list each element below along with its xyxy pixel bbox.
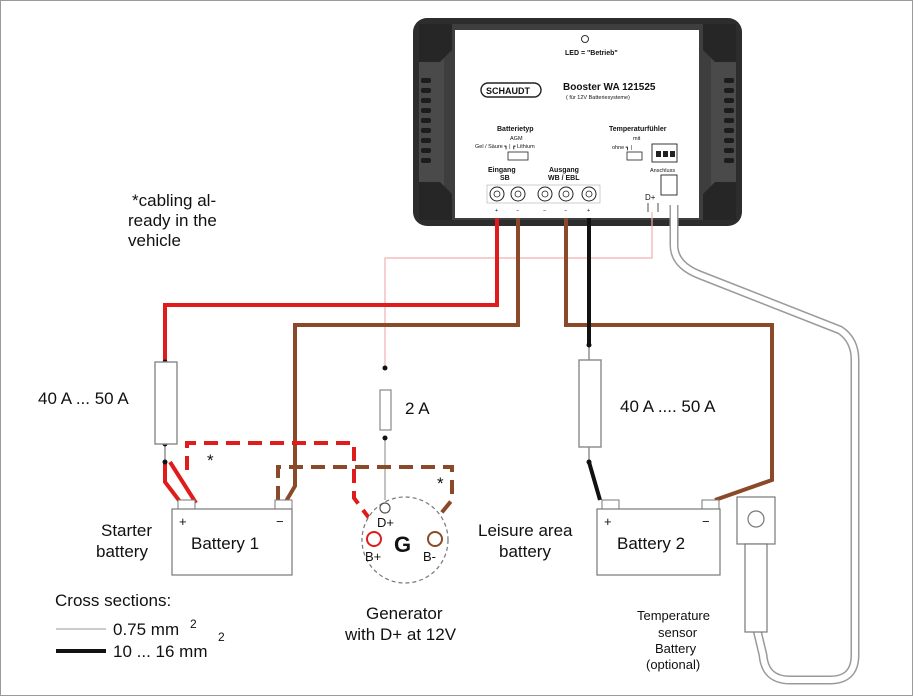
generator-d-plus: D+ xyxy=(377,515,394,530)
terminal-label-5: + xyxy=(587,208,590,214)
generator-b-minus: B- xyxy=(423,549,436,564)
led-icon xyxy=(581,35,589,43)
temp-caption-line-4: (optional) xyxy=(646,657,700,672)
asterisk-brown: * xyxy=(437,474,444,493)
generator-caption-line-2: with D+ at 12V xyxy=(344,625,457,644)
led-label: LED = "Betrieb" xyxy=(565,50,618,57)
d-plus-connector[interactable] xyxy=(660,174,678,196)
temp-switch[interactable] xyxy=(626,151,643,161)
leisure-positive-lead xyxy=(587,461,602,501)
starter-negative-wire xyxy=(283,218,520,505)
generator xyxy=(361,496,449,584)
model-subtitle: ( für 12V Batteriesysteme) xyxy=(566,95,630,101)
fuse-d-plus-label: 2 A xyxy=(405,399,430,418)
temp-sensor-cable-inner xyxy=(671,205,858,683)
starter-positive-lead xyxy=(163,462,183,505)
battery-type-options: Gel / Säure ┓ | ┏ Lithium xyxy=(475,144,535,150)
starter-positive-wire xyxy=(163,218,499,362)
battery1-label: Battery 1 xyxy=(191,534,259,553)
battery2-minus: − xyxy=(702,514,710,529)
temp-caption-line-1: Temperature xyxy=(637,608,710,623)
cross-thick-superscript: 2 xyxy=(218,630,225,644)
cabling-note-line-3: vehicle xyxy=(128,231,181,250)
right-vents xyxy=(724,78,734,163)
input-sub: SB xyxy=(500,175,510,182)
model-title: Booster WA 121525 xyxy=(563,82,656,93)
output-sub: WB / EBL xyxy=(548,175,580,182)
terminal-label-3: − xyxy=(543,208,546,214)
fuse-leisure-label: 40 A .... 50 A xyxy=(620,397,716,416)
d-plus-label: D+ xyxy=(645,193,656,202)
anschluss-label: Anschluss xyxy=(650,168,675,174)
battery-type-switch[interactable] xyxy=(507,151,529,161)
leisure-negative-wire xyxy=(564,218,774,502)
fuse-leisure xyxy=(578,359,602,448)
battery-type-agm: AGM xyxy=(510,136,523,142)
left-vents xyxy=(421,78,431,163)
leisure-battery-line-1: Leisure area xyxy=(478,521,573,540)
starter-battery-line-1: Starter xyxy=(101,521,152,540)
brand-text: SCHAUDT xyxy=(486,86,531,96)
battery-1 xyxy=(171,499,293,576)
terminal-label-1: + xyxy=(495,208,498,214)
generator-negative-wire xyxy=(276,465,454,524)
generator-letter: G xyxy=(394,532,411,557)
fuse-starter xyxy=(154,361,178,445)
brand-logo xyxy=(480,82,542,98)
generator-caption-line-1: Generator xyxy=(366,604,443,623)
cabling-note-line-1: *cabling al- xyxy=(132,191,216,210)
input-title: Eingang xyxy=(488,167,516,174)
battery1-minus: − xyxy=(276,514,284,529)
battery1-plus: + xyxy=(179,514,187,529)
generator-b-plus: B+ xyxy=(365,549,381,564)
battery-type-title: Batterietyp xyxy=(497,126,534,133)
fuse-d-plus xyxy=(379,389,392,431)
temp-mit: mit xyxy=(633,136,641,142)
cross-sections-title: Cross sections: xyxy=(55,591,171,610)
terminal-label-4: − xyxy=(564,208,567,214)
terminal-screws xyxy=(486,184,601,204)
battery2-plus: + xyxy=(604,514,612,529)
asterisk-red: * xyxy=(207,451,214,470)
starter-battery-line-2: battery xyxy=(96,542,148,561)
cross-thin-label: 0.75 mm xyxy=(113,620,179,639)
cross-thick-label: 10 ... 16 mm xyxy=(113,642,207,661)
leisure-battery-line-2: battery xyxy=(499,542,551,561)
junction-dots xyxy=(162,342,592,465)
cross-thin-superscript: 2 xyxy=(190,617,197,631)
temp-ohne: ohne ┓ | xyxy=(612,145,632,151)
temp-caption-line-2: sensor xyxy=(658,625,698,640)
temp-title: Temperaturfühler xyxy=(609,126,667,133)
temp-caption-line-3: Battery xyxy=(655,641,697,656)
battery2-label: Battery 2 xyxy=(617,534,685,553)
booster-device: LED = "Betrieb" SCHAUDT Booster WA 12152… xyxy=(413,18,742,226)
terminal-label-2: − xyxy=(516,208,519,214)
cabling-note-line-2: ready in the xyxy=(128,211,217,230)
temp-sensor xyxy=(736,496,776,633)
battery-2 xyxy=(596,499,721,576)
output-title: Ausgang xyxy=(549,167,579,174)
fuse-starter-label: 40 A ... 50 A xyxy=(38,389,129,408)
